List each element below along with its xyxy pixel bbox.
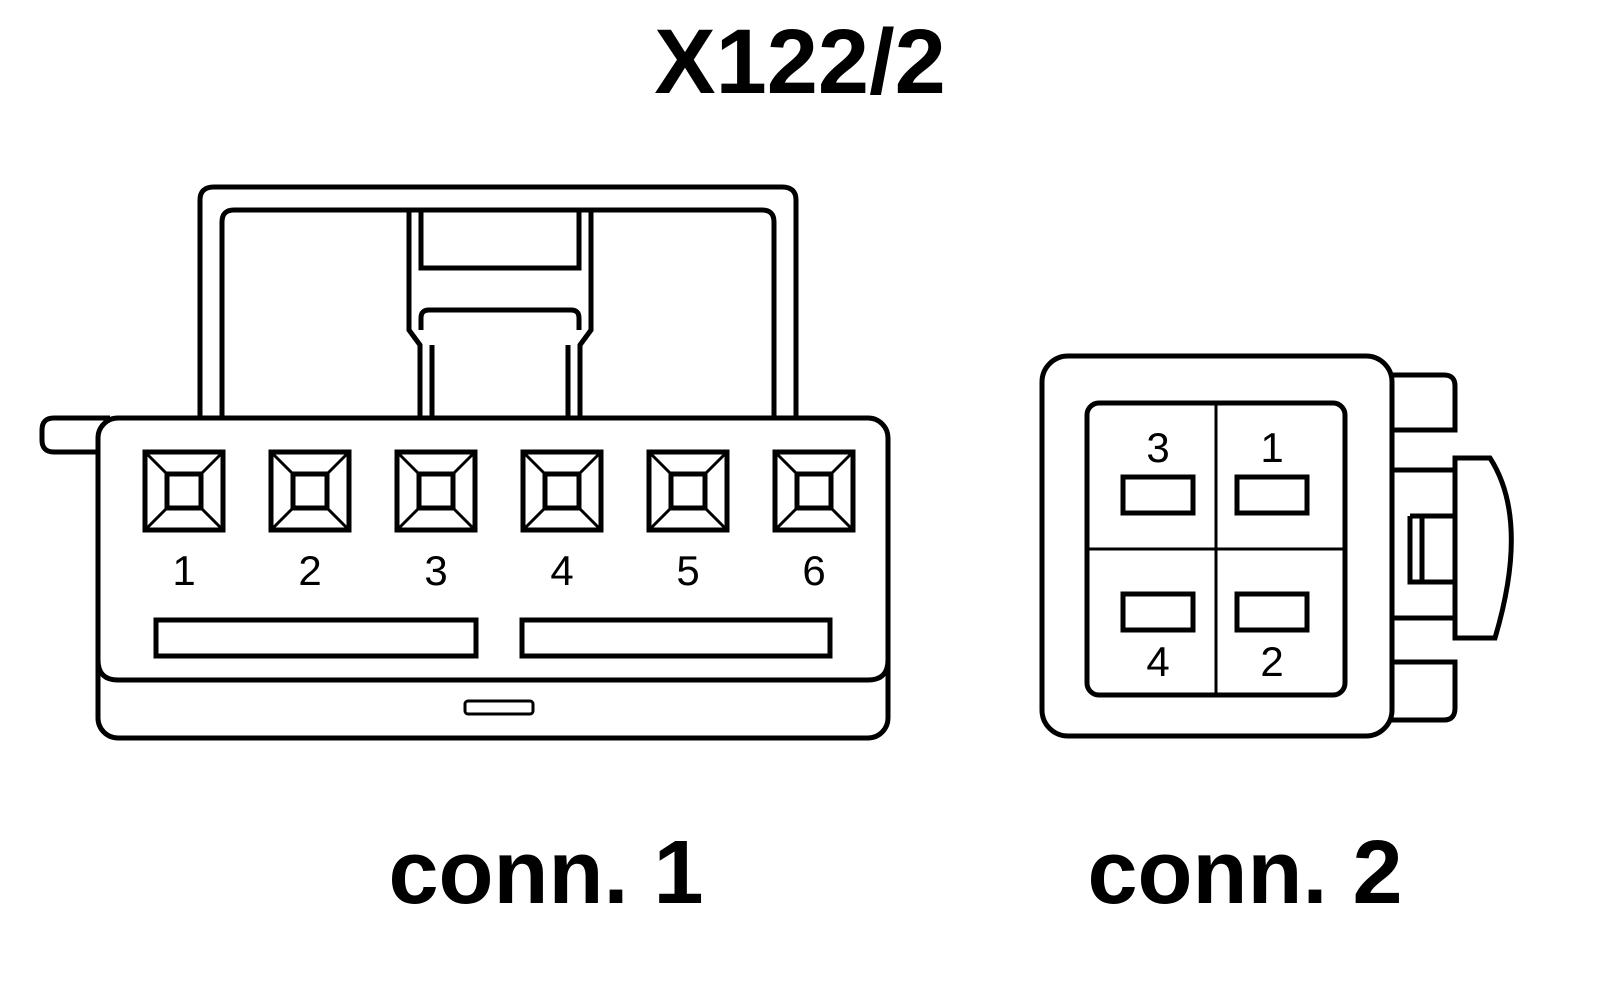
connector-2-pin: 2 — [1234, 591, 1310, 685]
pin-terminal-outer — [646, 449, 730, 533]
pin-terminal-outer — [772, 449, 856, 533]
connector-1-label: conn. 1 — [388, 823, 703, 923]
pin-terminal-bevel — [521, 450, 603, 532]
connector-1-pin-number: 1 — [172, 547, 195, 594]
pin-terminal-inner — [164, 471, 204, 511]
pin-terminal-inner — [542, 471, 582, 511]
connector-1: 1 2 3 4 5 6 — [39, 184, 891, 741]
pin-terminal-bevel — [395, 450, 477, 532]
pin-terminal — [1120, 474, 1196, 516]
connector-2-pin-number: 1 — [1260, 424, 1283, 471]
connector-1-pin-number: 4 — [550, 547, 573, 594]
connector-2-pin-number: 3 — [1146, 424, 1169, 471]
pin-terminal-inner — [290, 471, 330, 511]
pin-terminal-outer — [394, 449, 478, 533]
connector-1-pin-number: 5 — [676, 547, 699, 594]
connector-1-latch-bail-inner — [219, 207, 777, 420]
diagram-title: X122/2 — [654, 11, 946, 113]
connector-2-latch — [1387, 455, 1514, 641]
connector-2-pin: 3 — [1120, 424, 1196, 516]
connector-2-latch-detail — [1407, 458, 1458, 638]
connector-1-pins: 1 2 3 4 5 6 — [142, 449, 856, 594]
connector-1-pin: 6 — [772, 449, 856, 594]
pin-terminal-bevel — [773, 450, 855, 532]
pin-terminal-inner — [794, 471, 834, 511]
connector-2-pin-number: 4 — [1146, 638, 1169, 685]
connector-2-lower-tab — [1377, 659, 1458, 723]
pin-terminal-bevel — [143, 450, 225, 532]
pin-terminal — [1234, 591, 1310, 633]
connector-1-pin: 3 — [394, 449, 478, 594]
connector-1-pin-number: 6 — [802, 547, 825, 594]
pin-terminal-bevel — [647, 450, 729, 532]
connector-1-side-tab — [39, 415, 110, 455]
connector-1-key-slot — [463, 699, 535, 716]
connector-2: 3 1 4 2 — [1039, 353, 1514, 739]
connector-2-label: conn. 2 — [1087, 823, 1402, 923]
pin-terminal-inner — [416, 471, 456, 511]
connector-2-pins: 3 1 4 2 — [1120, 424, 1310, 685]
connector-2-upper-tab — [1377, 372, 1458, 433]
connector-1-slot-left — [153, 617, 479, 659]
connector-2-pin: 4 — [1120, 591, 1196, 685]
pin-terminal-bevel — [269, 450, 351, 532]
connector-1-slot-right — [519, 617, 833, 659]
connector-1-latch-tab — [406, 210, 594, 420]
connector-1-body — [95, 415, 891, 741]
connector-2-pin: 1 — [1234, 424, 1310, 516]
pin-terminal-outer — [142, 449, 226, 533]
connector-1-pin: 1 — [142, 449, 226, 594]
connector-1-pin-number: 3 — [424, 547, 447, 594]
connector-1-pin-number: 2 — [298, 547, 321, 594]
connector-2-pin-number: 2 — [1260, 638, 1283, 685]
connector-1-body-step — [95, 659, 891, 683]
connector-1-pin: 5 — [646, 449, 730, 594]
pin-terminal-inner — [668, 471, 708, 511]
pin-terminal-outer — [520, 449, 604, 533]
connector-1-latch-bail — [197, 184, 799, 420]
pin-terminal — [1234, 474, 1310, 516]
connector-1-pin: 4 — [520, 449, 604, 594]
connector-1-pin: 2 — [268, 449, 352, 594]
pin-terminal — [1120, 591, 1196, 633]
connector-2-grid — [1087, 403, 1345, 695]
pin-terminal-outer — [268, 449, 352, 533]
